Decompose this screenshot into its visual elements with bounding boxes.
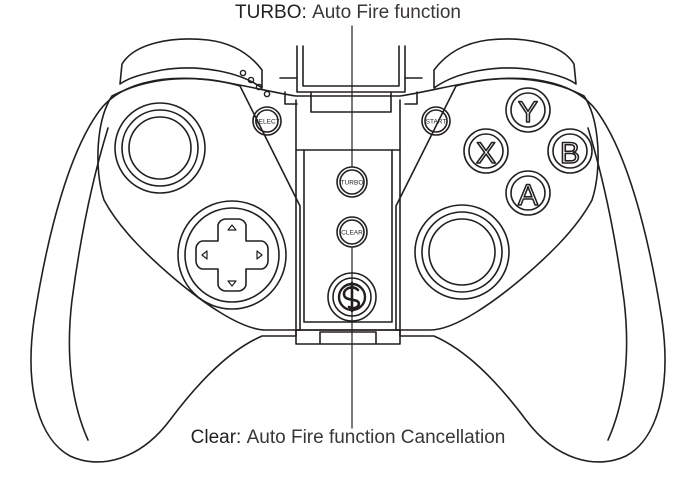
led-1 [239, 69, 247, 77]
left-bumper [119, 38, 263, 89]
turbo-annotation: TURBO: Auto Fire function [0, 2, 696, 24]
led-indicators [239, 69, 271, 98]
phone-mount [279, 45, 423, 113]
led-2 [247, 76, 255, 84]
led-4 [263, 90, 271, 98]
select-button[interactable]: SELECT [252, 106, 282, 136]
y-button-label: Y [518, 96, 538, 129]
turbo-button-label: TURBO [341, 180, 364, 187]
b-button-label: B [560, 137, 580, 170]
y-button[interactable]: Y [505, 87, 551, 133]
turbo-annotation-term: TURBO: [235, 2, 307, 23]
right-bumper [433, 38, 577, 89]
x-button[interactable]: X [463, 128, 509, 174]
left-face-panel [97, 77, 301, 331]
clear-button[interactable]: CLEAR [336, 216, 368, 248]
turbo-annotation-description: Auto Fire function [312, 2, 461, 23]
left-analog-stick[interactable] [114, 102, 206, 194]
turbo-button[interactable]: TURBO [336, 166, 368, 198]
controller-body [30, 77, 666, 463]
select-button-label: SELECT [254, 119, 279, 126]
dpad-up-arrow-icon [227, 224, 237, 231]
clear-annotation-description: Auto Fire function Cancellation [246, 427, 506, 448]
left-grip-contour [68, 127, 109, 441]
start-button-label: START [426, 119, 447, 126]
right-analog-stick[interactable] [414, 204, 510, 300]
clear-annotation-term: Clear: [190, 427, 242, 448]
a-button-label: A [518, 179, 538, 212]
a-button[interactable]: A [505, 170, 551, 216]
dpad-down-arrow-icon [227, 280, 237, 287]
dpad-right-arrow-icon [256, 250, 263, 260]
dpad-left-arrow-icon [201, 250, 208, 260]
start-button[interactable]: START [421, 106, 451, 136]
center-spine [295, 99, 401, 345]
x-button-label: X [476, 137, 496, 170]
clear-annotation: Clear: Auto Fire function Cancellation [0, 427, 696, 449]
clear-button-label: CLEAR [341, 230, 363, 237]
dpad[interactable] [177, 200, 287, 310]
led-3 [255, 83, 263, 91]
b-button[interactable]: B [547, 128, 593, 174]
right-face-panel [395, 77, 599, 331]
right-grip-contour [587, 127, 628, 441]
